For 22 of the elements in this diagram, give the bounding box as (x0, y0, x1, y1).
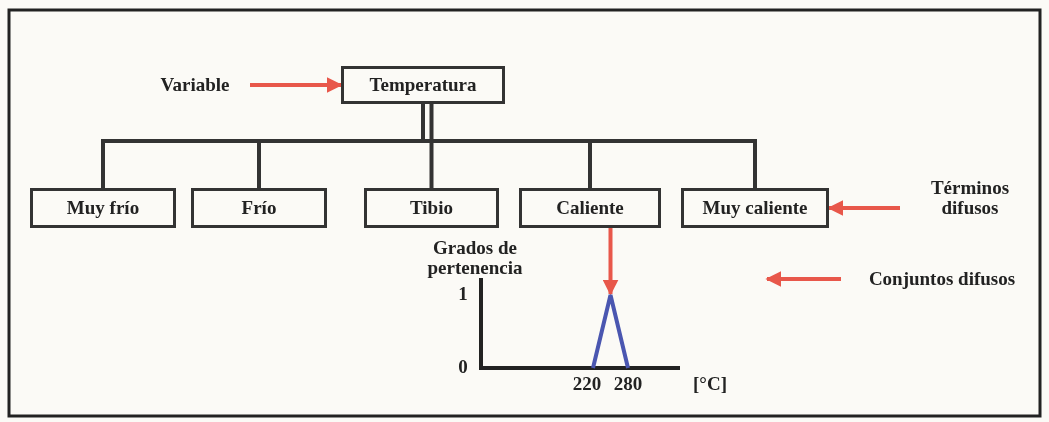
term-box: Temperatura (341, 66, 505, 104)
arrow (765, 271, 841, 287)
annotation-text: Términos difusos (905, 176, 1035, 220)
term-box: Tibio (364, 188, 499, 228)
tick-label: 280 (612, 374, 644, 394)
arrow (827, 200, 900, 216)
tick-label: 0 (457, 357, 469, 377)
axis-title: Grados de pertenencia (426, 238, 524, 278)
connector-line (429, 104, 434, 188)
arrow (250, 77, 343, 93)
annotation-text: Variable (150, 72, 240, 98)
arrow (602, 228, 619, 296)
term-box: Muy frío (30, 188, 176, 228)
triangle-membership-function (592, 294, 629, 368)
connector-line (421, 104, 757, 188)
unit-label: [°C] (692, 374, 728, 394)
term-box: Caliente (519, 188, 661, 228)
term-box: Frío (191, 188, 327, 228)
annotation-text: Conjuntos difusos (842, 266, 1042, 292)
tick-label: 1 (457, 284, 469, 304)
tick-label: 220 (571, 374, 603, 394)
term-box: Muy caliente (681, 188, 829, 228)
